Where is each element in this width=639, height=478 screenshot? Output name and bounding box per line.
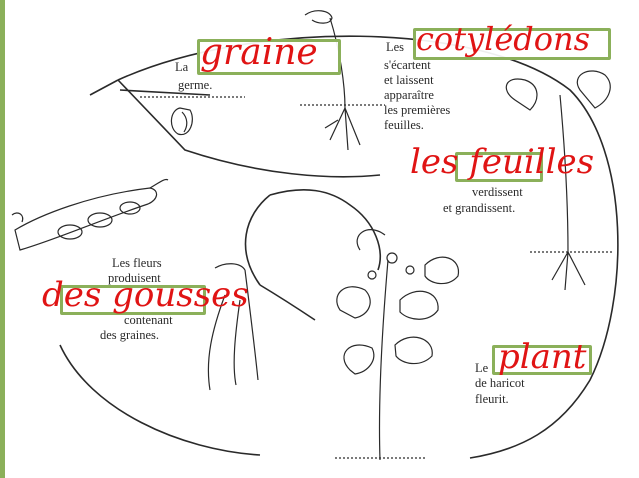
cotyledons-line-3: apparaître (384, 88, 434, 103)
feuilles-line-1: verdissent (472, 185, 523, 200)
seed-illustration (140, 97, 245, 135)
gousses-line-after-1: contenant (124, 313, 173, 328)
cotyledons-line-1: s'écartent (384, 58, 431, 73)
plant-line-2: fleurit. (475, 392, 509, 407)
cotyledons-line-2: et laissent (384, 73, 434, 88)
cotyledons-line-4: les premières (384, 103, 450, 118)
gousses-line-before-1: Les fleurs (112, 256, 162, 271)
left-green-bar (0, 0, 5, 478)
gousses-line-after-2: des graines. (100, 328, 159, 343)
graine-text-before: La (175, 60, 188, 75)
cotyledons-answer: cotylédons (416, 20, 590, 58)
plant-text-before: Le (475, 361, 488, 376)
graine-text-after: germe. (178, 78, 212, 93)
gousses-answer: des gousses (42, 275, 249, 315)
plant-line-1: de haricot (475, 376, 525, 391)
feuilles-line-2: et grandissent. (443, 201, 515, 216)
plant-answer: plant (498, 337, 586, 377)
cotyledons-line-5: feuilles. (384, 118, 424, 133)
flowering-plant-illustration (335, 230, 458, 460)
cotyledons-text-before: Les (386, 40, 404, 55)
cycle-outline (60, 36, 618, 458)
graine-answer: graine (200, 32, 318, 73)
feuilles-answer: les feuilles (410, 142, 594, 182)
